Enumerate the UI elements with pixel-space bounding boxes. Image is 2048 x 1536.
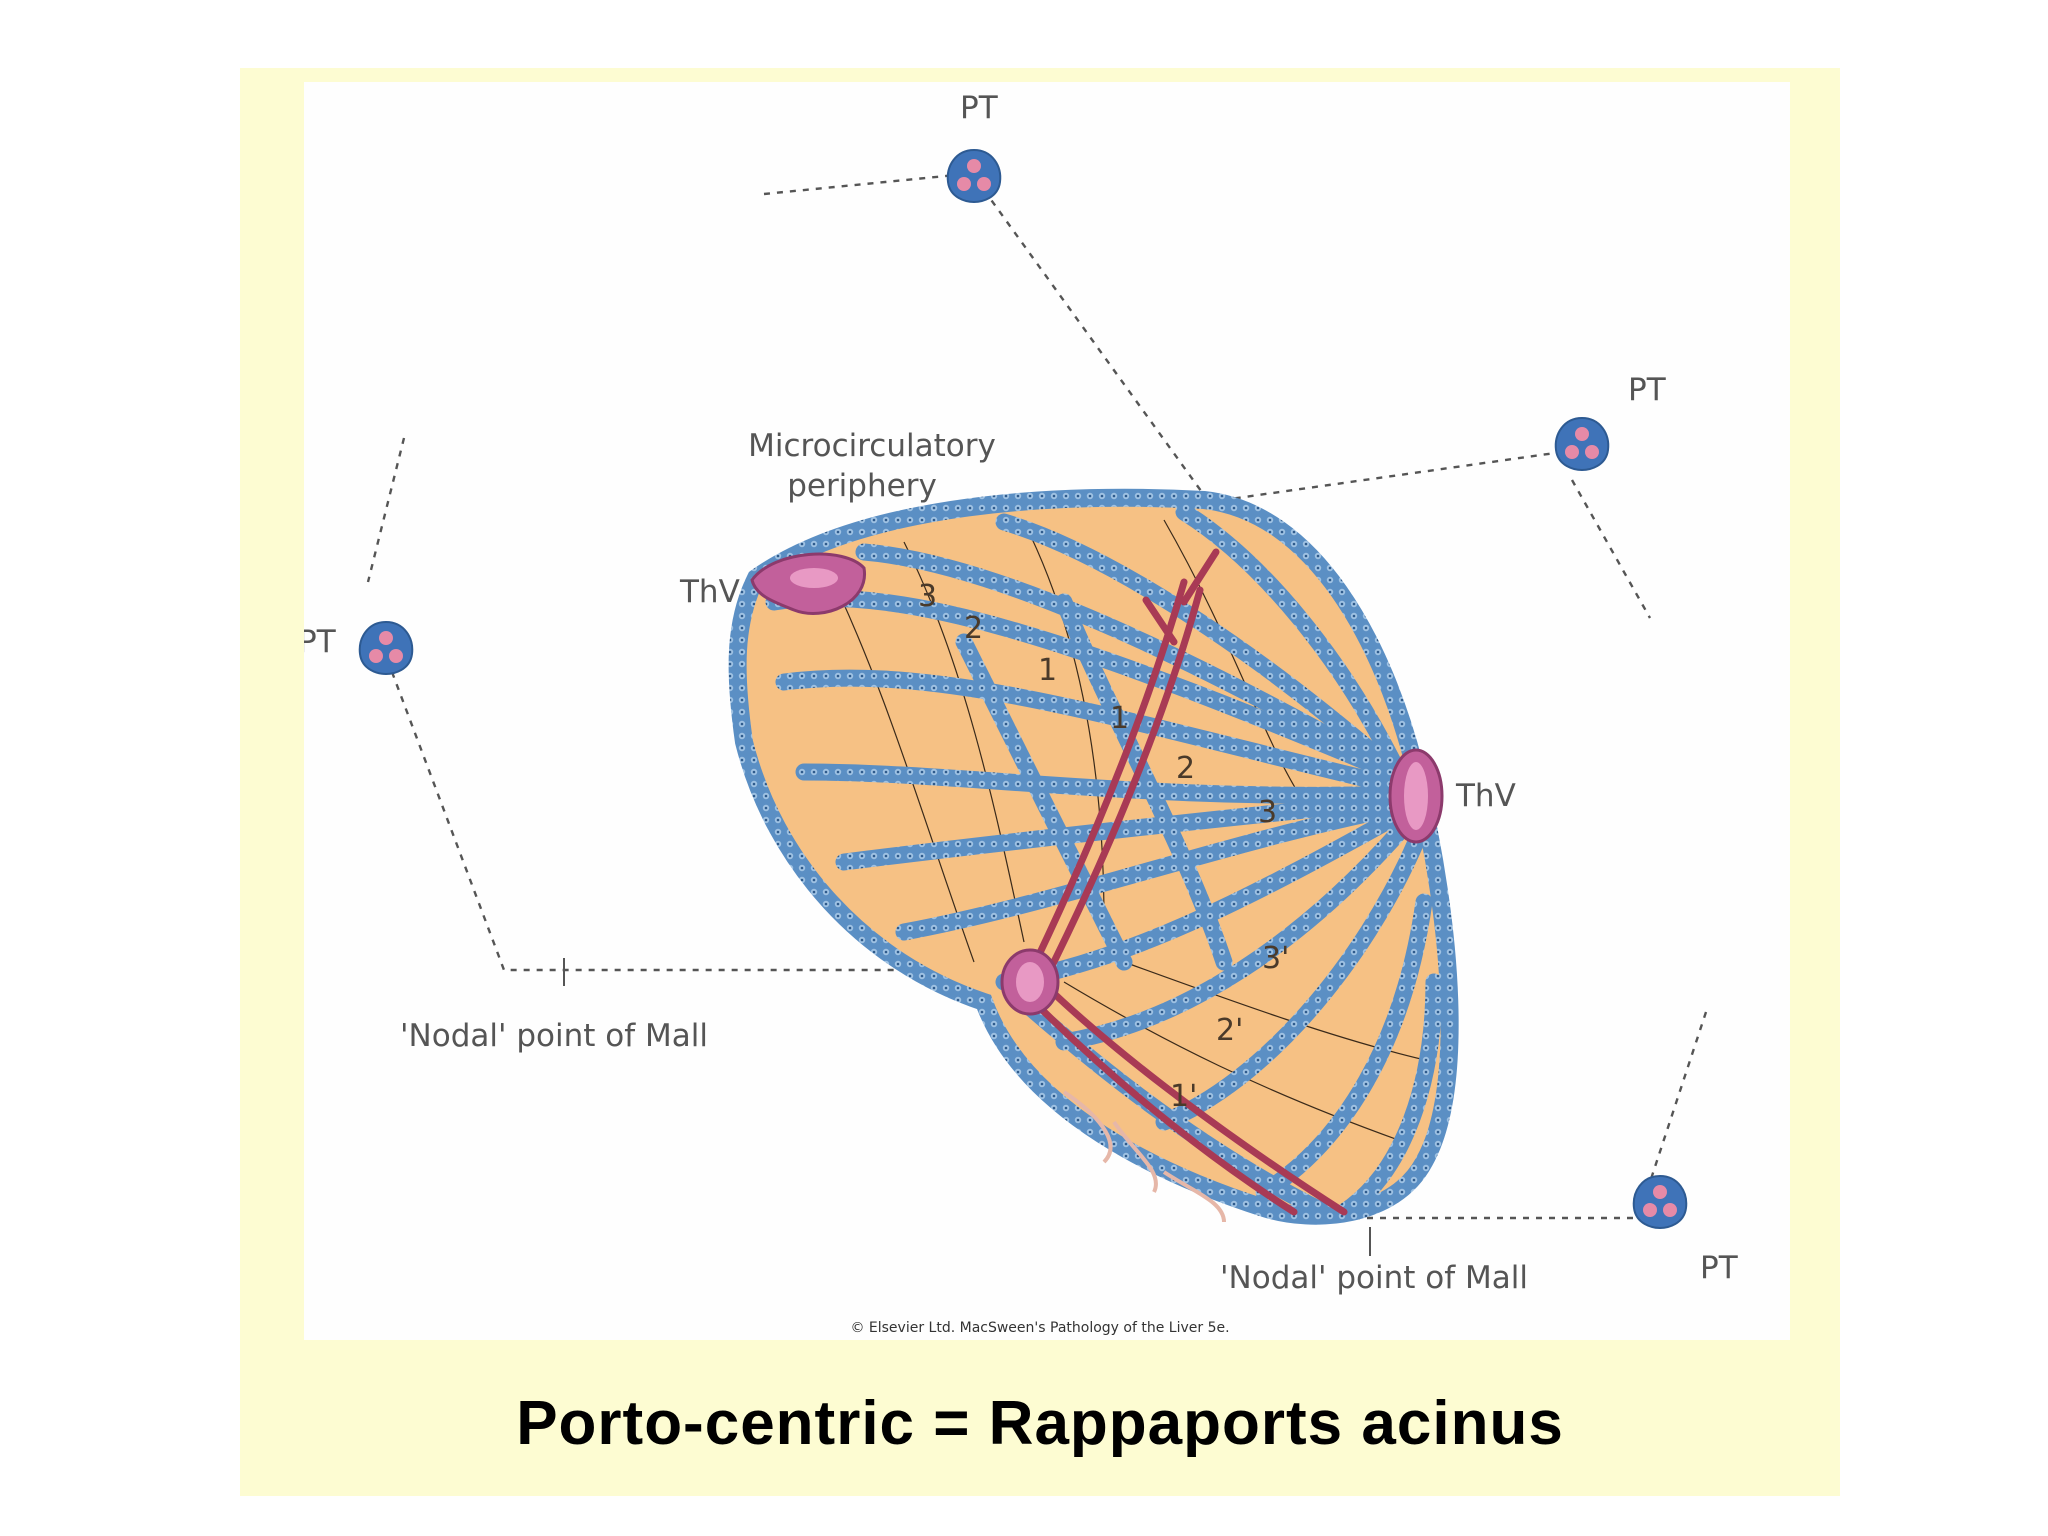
pt-label-left: PT: [304, 624, 337, 660]
nodal-point-label-bottom: 'Nodal' point of Mall: [1220, 1260, 1528, 1296]
zone-label: 3: [1258, 795, 1277, 830]
zone-label: 1: [1038, 653, 1057, 688]
hepatic-venule-icon: [1388, 748, 1444, 844]
portal-tract-icon: [946, 149, 1002, 203]
periphery-label: periphery: [787, 468, 937, 504]
pt-label-bottom: PT: [1700, 1250, 1739, 1286]
portal-tract-icon: [358, 621, 414, 675]
nodal-point-label-left: 'Nodal' point of Mall: [400, 1018, 708, 1054]
arteriole-branch: [1020, 548, 1348, 1216]
pt-label-right: PT: [1628, 372, 1667, 408]
slide-caption: Porto-centric = Rappaports acinus: [516, 1389, 1564, 1458]
zone-label: 3: [918, 579, 937, 614]
lobule-outline: [366, 172, 1708, 1220]
pt-label-top: PT: [960, 90, 999, 126]
acinus-figure: PT PT PT PT ThV ThV Microcirculatory per…: [304, 82, 1790, 1340]
zone-label: 3': [1262, 941, 1289, 976]
zone-label: 1': [1170, 1079, 1197, 1114]
microcirculatory-label: Microcirculatory: [748, 428, 996, 464]
hepatic-venule-icon: [750, 552, 866, 615]
portal-tract-icon: [1554, 417, 1610, 471]
thv-label-left: ThV: [679, 574, 740, 610]
hepatic-venule-icon: [1000, 948, 1060, 1016]
slide-background: PT PT PT PT ThV ThV Microcirculatory per…: [240, 68, 1840, 1496]
zone-label: 1: [1110, 701, 1129, 736]
thv-label-right: ThV: [1455, 778, 1516, 814]
portal-tract-icon: [1632, 1175, 1688, 1229]
figure-credit: © Elsevier Ltd. MacSween's Pathology of …: [850, 1320, 1230, 1336]
zone-label: 2: [964, 611, 983, 646]
zone-label: 2: [1176, 751, 1195, 786]
zone-label: 2': [1216, 1013, 1243, 1048]
acinus-diagram: PT PT PT PT ThV ThV Microcirculatory per…: [304, 90, 1739, 1296]
